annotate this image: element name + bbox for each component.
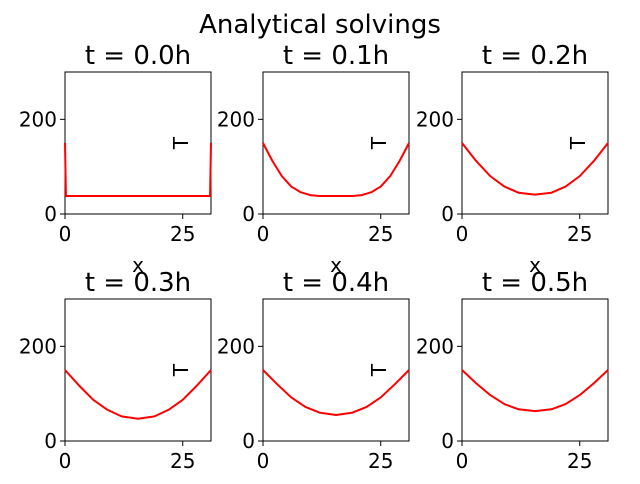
subplot-4-ytick-label-1: 0 xyxy=(44,429,57,453)
subplot-5-xtick-label-1: 0 xyxy=(257,449,270,473)
subplot-1-ytick-label-2: 200 xyxy=(19,107,57,131)
subplot-5-series-1 xyxy=(262,369,410,416)
subplot-1-title: t = 0.0h xyxy=(85,41,191,71)
subplot-2-xtick-label-1: 0 xyxy=(257,222,270,246)
subplot-2-ylabel: T xyxy=(367,136,391,150)
subplot-6-ytick-label-1: 0 xyxy=(441,429,454,453)
subplot-2-xtick-label-2: 25 xyxy=(368,222,393,246)
subplot-6-xtick-label-2: 25 xyxy=(567,449,592,473)
subplot-5-ytick-label-2: 200 xyxy=(217,334,255,358)
subplot-4-series-1 xyxy=(64,369,212,420)
subplot-3-series-1 xyxy=(461,142,609,196)
subplot-6-ytick-label-2: 200 xyxy=(416,334,454,358)
subplot-4-xtick-label-1: 0 xyxy=(59,449,72,473)
subplot-4-ylabel: T xyxy=(169,363,193,377)
subplot-6-series-1 xyxy=(461,369,609,413)
subplot-4-title: t = 0.3h xyxy=(85,268,191,298)
subplot-3-xtick-label-2: 25 xyxy=(567,222,592,246)
subplot-6-xtick-label-1: 0 xyxy=(456,449,469,473)
subplot-1-xtick-label-1: 0 xyxy=(59,222,72,246)
subplot-2-title: t = 0.1h xyxy=(283,41,389,71)
subplot-3-xtick-label-1: 0 xyxy=(456,222,469,246)
subplot-4-ytick-label-2: 200 xyxy=(19,334,57,358)
subplot-2-ytick-label-1: 0 xyxy=(242,202,255,226)
subplot-3-ytick-label-2: 200 xyxy=(416,107,454,131)
figure-suptitle: Analytical solvings xyxy=(199,10,441,40)
subplot-1-xtick-label-2: 25 xyxy=(170,222,195,246)
subplot-1-ytick-label-1: 0 xyxy=(44,202,57,226)
subplot-2-series-1 xyxy=(262,142,410,198)
subplot-1-xlabel: x xyxy=(132,253,144,277)
subplot-3-ylabel: T xyxy=(566,136,590,150)
subplot-3-xlabel: x xyxy=(529,253,541,277)
subplot-3-title: t = 0.2h xyxy=(482,41,588,71)
subplot-1-series-1 xyxy=(64,142,212,198)
subplot-5-ylabel: T xyxy=(367,363,391,377)
subplot-5-xtick-label-2: 25 xyxy=(368,449,393,473)
subplot-3-ytick-label-1: 0 xyxy=(441,202,454,226)
subplot-1-ylabel: T xyxy=(169,136,193,150)
subplot-5-title: t = 0.4h xyxy=(283,268,389,298)
subplot-2-xlabel: x xyxy=(330,253,342,277)
subplot-2-ytick-label-2: 200 xyxy=(217,107,255,131)
subplot-6-title: t = 0.5h xyxy=(482,268,588,298)
subplot-4-xtick-label-2: 25 xyxy=(170,449,195,473)
subplot-5-ytick-label-1: 0 xyxy=(242,429,255,453)
subplot-6-frame xyxy=(461,298,609,442)
